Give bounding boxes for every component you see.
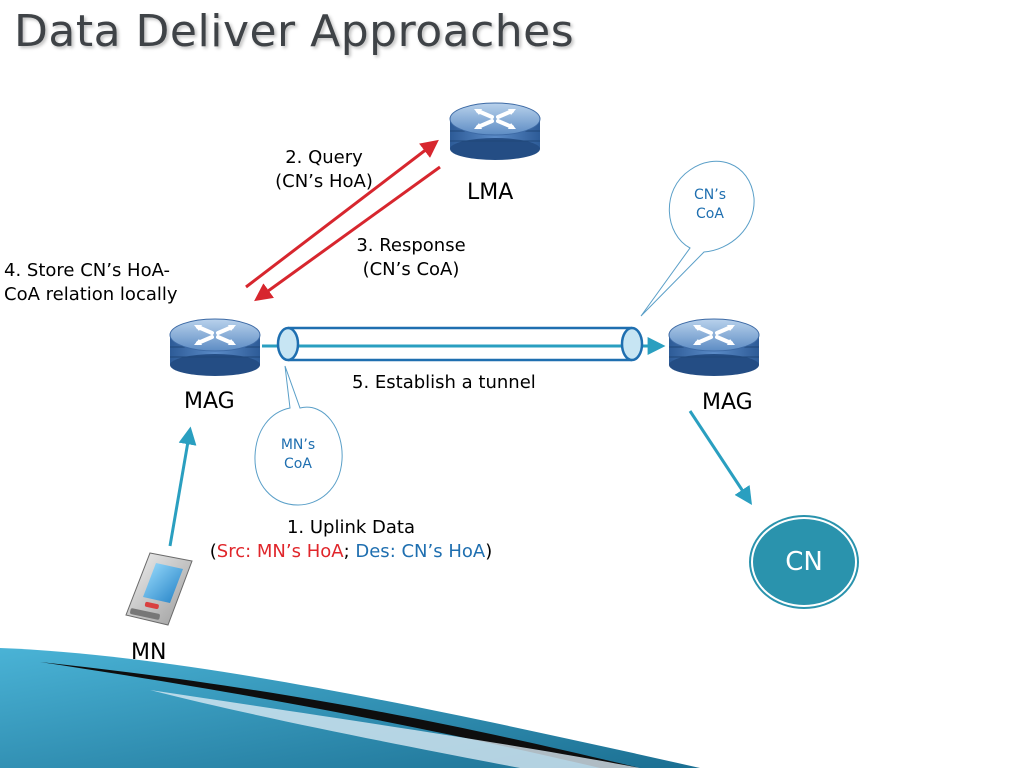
- uplink-arrow: [168, 426, 197, 547]
- uplink-label: 1. Uplink Data (Src: MN’s HoA; Des: CN’s…: [196, 516, 506, 564]
- tunnel-label: 5. Establish a tunnel: [352, 372, 536, 393]
- query-label-line1: 2. Query: [285, 147, 363, 168]
- query-arrow: [245, 139, 439, 289]
- cn-coa-callout: [640, 160, 755, 317]
- uplink-src: Src: MN’s HoA: [216, 541, 344, 562]
- mobile-phone-icon: [125, 552, 193, 626]
- mag-left-label: MAG: [184, 389, 235, 414]
- response-arrow: [254, 165, 441, 302]
- delivery-arrow: [688, 410, 752, 506]
- mn-label: MN: [131, 640, 167, 665]
- slide-title: Data Deliver Approaches: [14, 6, 575, 57]
- response-label-line1: 3. Response: [356, 235, 466, 256]
- lma-router-icon: [448, 101, 542, 161]
- uplink-label-line1: 1. Uplink Data: [286, 517, 416, 538]
- store-label-line1: 4. Store CN’s HoA-: [4, 260, 171, 281]
- cn-label: CN: [785, 547, 823, 577]
- uplink-des: Des: CN’s HoA: [355, 541, 486, 562]
- query-label-line2: (CN’s HoA): [275, 171, 373, 192]
- uplink-paren-open: (: [209, 541, 217, 562]
- cn-node: CN: [751, 517, 857, 607]
- uplink-paren-close: ): [485, 541, 493, 562]
- mn-coa-bubble-text: MN’s CoA: [268, 436, 328, 474]
- response-label: 3. Response (CN’s CoA): [346, 234, 476, 282]
- decorative-bottom-band: [0, 648, 700, 768]
- lma-label: LMA: [467, 180, 514, 205]
- store-label-line2: CoA relation locally: [4, 284, 178, 305]
- mag-left-router-icon: [168, 317, 262, 377]
- query-label: 2. Query (CN’s HoA): [266, 146, 382, 194]
- uplink-separator: ;: [343, 541, 356, 562]
- store-label: 4. Store CN’s HoA- CoA relation locally: [4, 259, 178, 307]
- tunnel-shape: [262, 326, 666, 362]
- mn-coa-callout: [254, 365, 343, 506]
- uplink-label-line2: (Src: MN’s HoA; Des: CN’s HoA): [196, 540, 506, 564]
- mn-coa-line1: MN’s: [280, 437, 316, 453]
- mag-right-router-icon: [667, 317, 761, 377]
- mn-coa-line2: CoA: [284, 456, 312, 472]
- cn-coa-bubble-text: CN’s CoA: [680, 186, 740, 224]
- response-label-line2: (CN’s CoA): [362, 259, 460, 280]
- mag-right-label: MAG: [702, 390, 753, 415]
- cn-coa-line1: CN’s: [694, 187, 726, 203]
- cn-coa-line2: CoA: [696, 206, 724, 222]
